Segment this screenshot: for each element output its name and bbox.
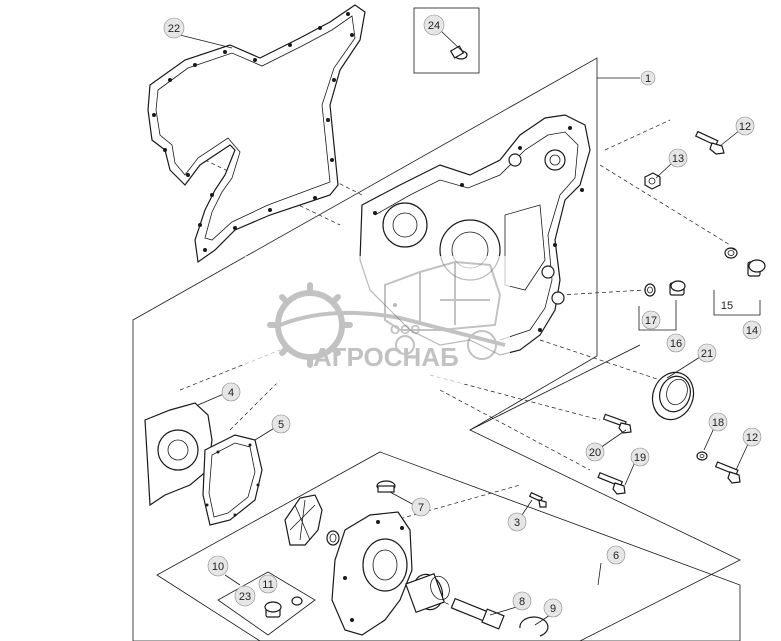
- svg-text:18: 18: [712, 417, 724, 429]
- svg-text:4: 4: [228, 387, 234, 399]
- shaft-part-8: [450, 597, 505, 630]
- plug-part-7: [376, 480, 396, 493]
- svg-text:12: 12: [746, 432, 758, 444]
- svg-text:11: 11: [262, 579, 273, 591]
- callout-bubbles: 1 12 13 24 22 15 14 17: [163, 14, 762, 618]
- part-24-box: [413, 7, 480, 74]
- gasket-part-22: [147, 4, 366, 264]
- svg-text:24: 24: [428, 20, 440, 32]
- pump-seal: [326, 530, 340, 546]
- cover-plate-part-4: [144, 402, 213, 507]
- bolt-part-20: [602, 413, 632, 434]
- svg-text:8: 8: [519, 596, 525, 608]
- svg-text:12: 12: [739, 121, 751, 133]
- o-ring-part-11: [291, 596, 303, 606]
- svg-text:7: 7: [418, 502, 424, 514]
- part-10-frame: [217, 571, 316, 636]
- callout-14: 14: [742, 320, 762, 340]
- bolt-part-19: [597, 471, 626, 495]
- svg-text:АГРОСНАБ: АГРОСНАБ: [313, 342, 459, 372]
- callout-1: 1: [640, 70, 656, 86]
- callout-9: 9: [543, 598, 563, 618]
- callout-16: 16: [666, 333, 686, 353]
- combine-harvester-icon: [384, 260, 502, 360]
- callout-12-lower: 12: [742, 427, 762, 447]
- callout-5: 5: [271, 414, 291, 434]
- nut-part-13: [644, 172, 661, 190]
- plug-part-16: [669, 280, 686, 296]
- svg-text:20: 20: [589, 447, 601, 459]
- callout-20: 20: [585, 442, 605, 462]
- callout-12-upper: 12: [735, 116, 755, 136]
- callout-13: 13: [668, 148, 688, 168]
- callout-3: 3: [507, 512, 527, 532]
- svg-text:15: 15: [721, 300, 733, 312]
- watermark-logo: ООО АГРОСНАБ: [245, 256, 510, 384]
- svg-text:13: 13: [672, 153, 684, 165]
- callout-6: 6: [606, 545, 626, 565]
- callout-24: 24: [423, 14, 445, 36]
- callout-10: 10: [207, 555, 229, 577]
- leader-lines: [179, 29, 749, 626]
- gear-icon: [267, 282, 353, 368]
- callout-19: 19: [630, 447, 650, 467]
- washer-part-18: [696, 451, 708, 461]
- svg-text:21: 21: [701, 348, 713, 360]
- callout-15: 15: [721, 300, 733, 312]
- fastener-group-frame: [469, 344, 641, 431]
- gasket-part-5: [202, 434, 263, 526]
- bearing: [405, 573, 450, 613]
- crank-seal-part-21: [651, 371, 695, 421]
- bolt-part-12-lower: [714, 461, 741, 484]
- callout-22: 22: [163, 17, 185, 39]
- svg-text:10: 10: [212, 561, 224, 573]
- front-cover-group-frame: [132, 57, 741, 641]
- seal-ring-part-15: [724, 247, 738, 259]
- svg-text:14: 14: [746, 325, 758, 337]
- pump-housing: [331, 511, 413, 636]
- callout-23: 23: [234, 585, 256, 607]
- snap-ring-part-9: [519, 616, 549, 637]
- callout-8: 8: [512, 591, 532, 611]
- water-pump-group-frame: [156, 451, 741, 641]
- svg-text:23: 23: [239, 591, 251, 603]
- callout-7: 7: [411, 497, 431, 517]
- callout-4: 4: [221, 382, 241, 402]
- impeller: [284, 494, 323, 546]
- svg-text:17: 17: [645, 315, 657, 327]
- callout-18: 18: [708, 412, 728, 432]
- svg-text:22: 22: [168, 23, 180, 35]
- svg-text:3: 3: [514, 517, 520, 529]
- bolt-part-12-upper: [694, 130, 725, 155]
- brackets-14-15-16-17: [638, 290, 761, 331]
- callout-11: 11: [258, 574, 278, 594]
- svg-text:ООО: ООО: [390, 322, 420, 337]
- svg-text:5: 5: [278, 419, 284, 431]
- plug-part-14: [747, 259, 766, 277]
- svg-text:16: 16: [670, 338, 682, 350]
- plug-part-23: [264, 601, 282, 618]
- group-frames: [132, 7, 741, 641]
- callout-21: 21: [697, 343, 717, 363]
- bolt-part-3: [528, 491, 547, 508]
- o-ring-part-17: [644, 283, 656, 297]
- svg-text:1: 1: [645, 73, 651, 85]
- svg-text:9: 9: [550, 603, 556, 615]
- svg-text:6: 6: [613, 550, 619, 562]
- callout-17: 17: [641, 310, 661, 330]
- svg-text:19: 19: [634, 452, 646, 464]
